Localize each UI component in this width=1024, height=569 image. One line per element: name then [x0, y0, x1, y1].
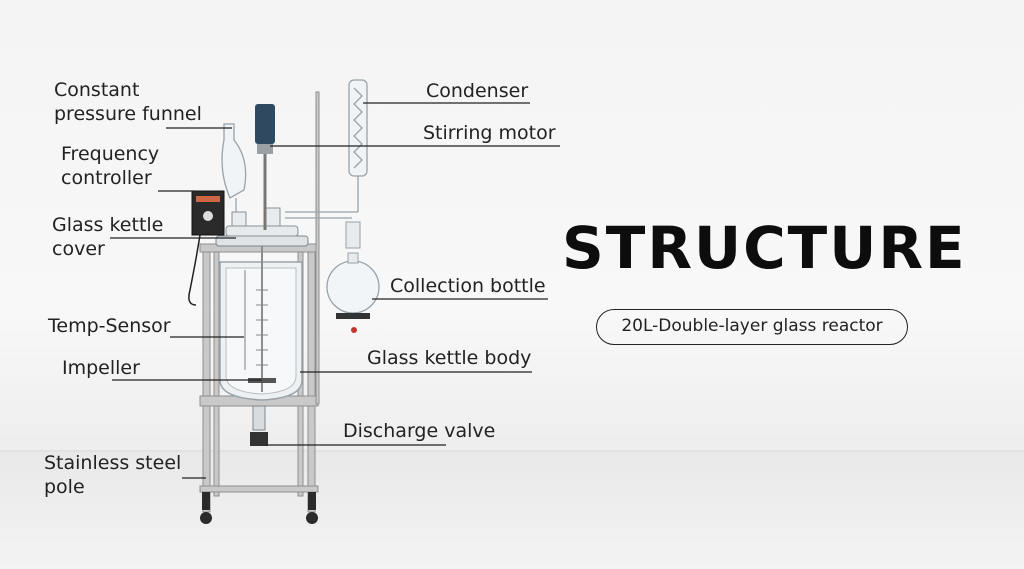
- label-glass-kettle-body: Glass kettle body: [367, 347, 532, 369]
- label-condenser: Condenser: [426, 80, 529, 102]
- label-temp-sensor: Temp-Sensor: [48, 315, 171, 337]
- collection-bottle-shape: [326, 221, 380, 333]
- condenser-shape: [285, 79, 368, 219]
- leader-lines: [110, 102, 560, 479]
- floor-background: [0, 452, 1024, 569]
- stirring-motor-shape: [255, 104, 275, 230]
- glass-kettle-body: [219, 240, 303, 401]
- label-stainless-steel-pole: Stainless steel pole: [44, 452, 182, 498]
- subtitle-badge: 20L-Double-layer glass reactor: [596, 309, 908, 345]
- label-constant-pressure-funnel: Constant pressure funnel: [54, 79, 202, 125]
- label-frequency-controller: Frequency controller: [61, 143, 160, 189]
- page-title: STRUCTURE: [562, 214, 967, 282]
- label-impeller: Impeller: [62, 357, 140, 379]
- caster-wheels: [200, 492, 318, 524]
- floor-horizon: [0, 450, 1024, 452]
- label-glass-kettle-cover: Glass kettle cover: [52, 214, 164, 260]
- frequency-controller-box: [188, 190, 225, 306]
- label-stirring-motor: Stirring motor: [423, 122, 556, 144]
- label-collection-bottle: Collection bottle: [390, 275, 546, 297]
- label-discharge-valve: Discharge valve: [343, 420, 496, 442]
- funnel-shape: [221, 123, 247, 212]
- discharge-valve-shape: [250, 405, 268, 446]
- glass-kettle-cover: [215, 207, 309, 247]
